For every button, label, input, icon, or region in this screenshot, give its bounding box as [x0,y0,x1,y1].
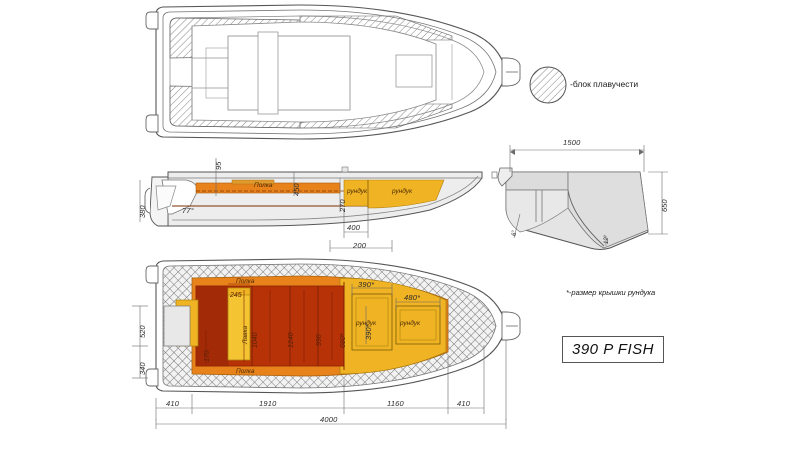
plan-dim-480: 480* [404,293,421,302]
plan-bench-label: Лавка [242,325,249,344]
section-dim-angle-right: 12° [604,234,610,244]
side-dim-400: 400 [347,223,361,232]
side-dim-380: 380 [138,205,147,218]
locker-lid-note: *-размер крышки рундука [566,288,656,297]
model-title: 390 P FISH [562,336,664,363]
plan-dim-680: 680* [340,333,347,348]
side-dim-200: 200 [353,241,367,250]
plan-dim-245: 245 [230,292,242,299]
legend-symbol-group [529,66,567,104]
plan-dim-990: 990 [316,334,323,346]
plan-locker-label-2: рундук [400,320,421,327]
side-locker-label-1: рундук [347,188,368,195]
legend-label: -блок плавучести [570,79,639,89]
plan-dim-1910: 1910 [259,399,277,408]
plan-dim-390-top: 390* [358,280,375,289]
plan-dim-170: 170 [204,350,211,362]
cross-section-group [491,145,668,250]
side-shelf-label: Полка [254,182,273,189]
plan-shelf-label-top: Полка [236,278,255,285]
plan-dim-410-stern: 410 [166,399,180,408]
side-dim-transom-angle: 77° [182,206,194,215]
side-view-group [139,158,483,252]
side-dim-450: 450 [292,183,301,196]
plan-dim-1040: 1040 [252,332,259,348]
side-locker-label-2: рундук [392,188,413,195]
plan-dim-1240: 1240 [288,332,295,348]
plan-dim-4000-total: 4000 [320,415,338,424]
side-dim-270: 270 [338,199,347,212]
plan-dim-340: 340 [138,362,147,375]
top-view-group [145,4,521,140]
plan-locker-label-1: рундук [356,320,377,327]
section-dim-1500: 1500 [563,138,581,147]
plan-shelf-label-bottom: Полка [236,368,255,375]
plan-view-group [132,258,521,429]
section-dim-angle-left: 6° [512,230,518,236]
plan-dim-520: 520 [138,325,147,338]
plan-dim-1160: 1160 [387,399,404,408]
plan-dim-410-bow: 410 [457,399,471,408]
plan-dim-390-side: 390* [364,324,373,340]
section-dim-650: 650 [660,199,669,212]
side-dim-95: 95 [214,161,223,170]
